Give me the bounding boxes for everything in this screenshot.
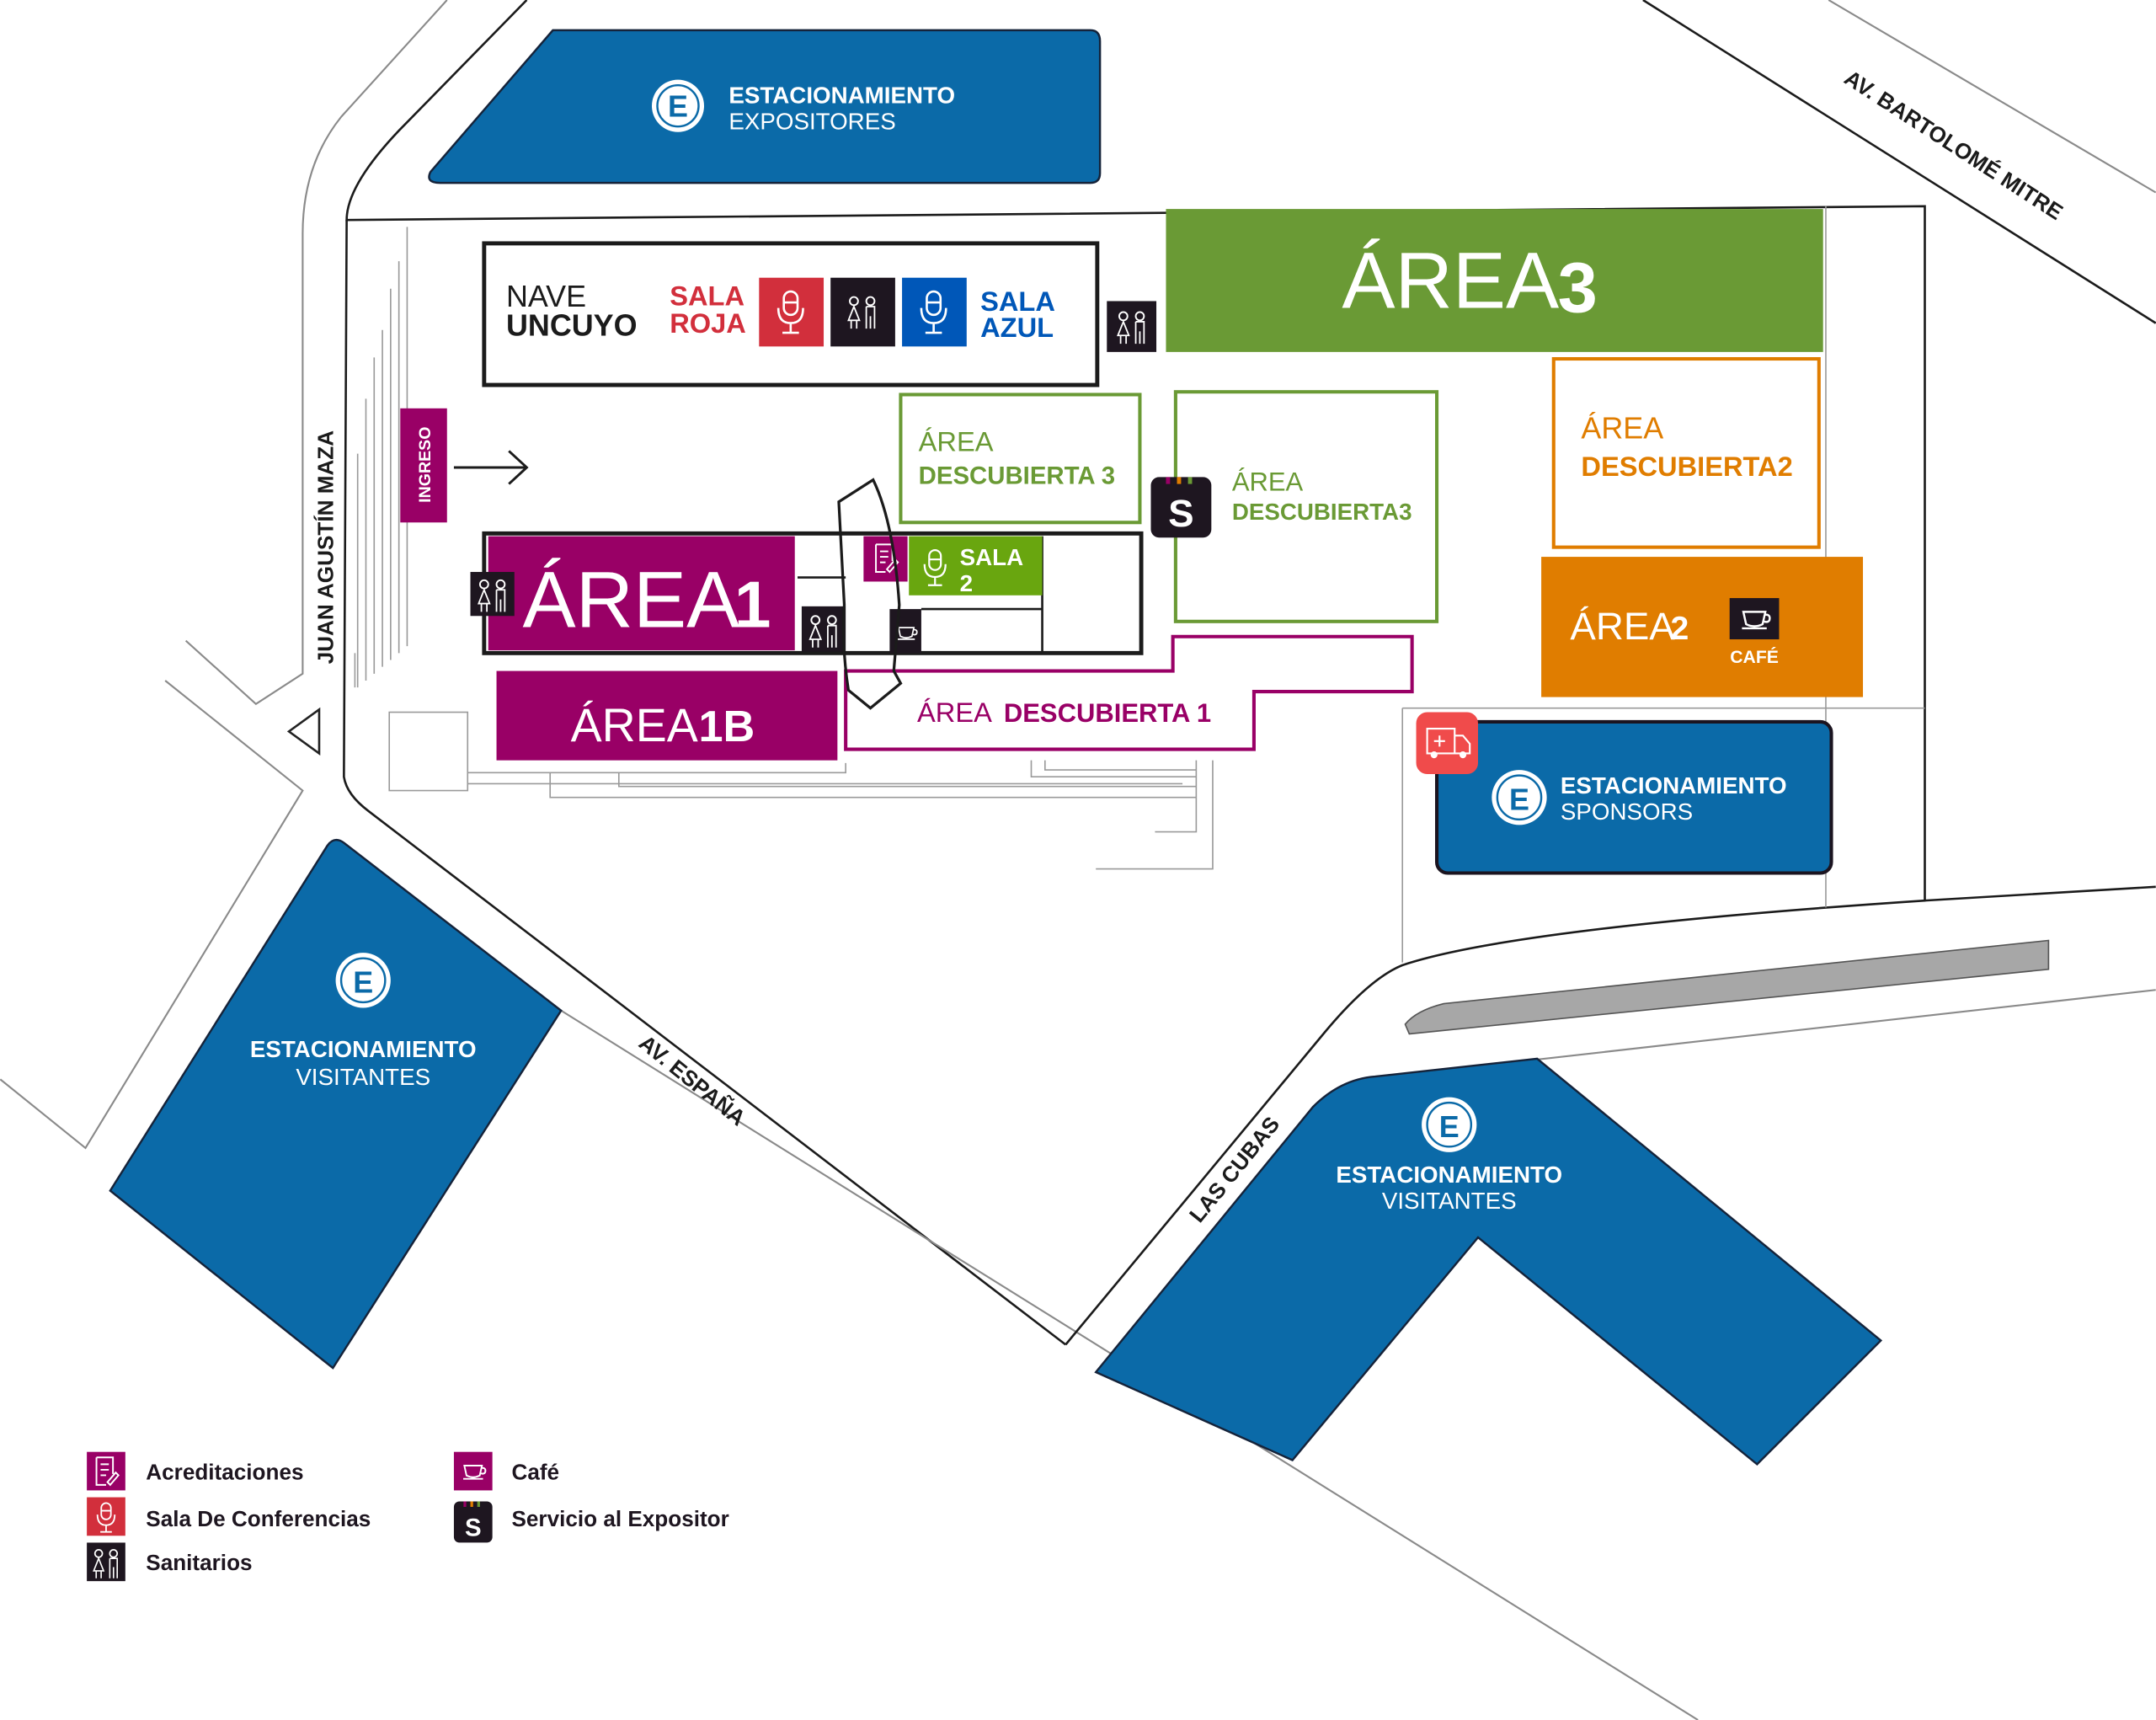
parking-e-icon — [335, 953, 391, 1008]
sala-azul-label: SALA — [980, 286, 1055, 317]
parking-sublabel: EXPOSITORES — [728, 108, 895, 134]
area-word: ÁREA — [1570, 605, 1675, 648]
parking-sublabel: SPONSORS — [1561, 799, 1693, 825]
legend-item: Sala De Conferencias — [87, 1497, 371, 1536]
area-word: ÁREA — [919, 425, 994, 457]
legend-label: Acreditaciones — [146, 1459, 303, 1484]
area-name: DESCUBIERTA2 — [1581, 451, 1792, 482]
parking-e-letter: E — [1439, 1109, 1460, 1144]
restroom-icon — [830, 277, 895, 347]
restroom-icon — [1107, 301, 1157, 352]
legend-item: Acreditaciones — [87, 1451, 304, 1491]
coffee-cup-icon — [453, 1451, 493, 1491]
area-word: ÁREA — [523, 555, 740, 644]
area-number: 2 — [1671, 611, 1689, 647]
service-expositor-icon[interactable]: S — [1150, 477, 1212, 538]
street-juan-agustin-maza: JUAN AGUSTÍN MAZA — [312, 430, 338, 665]
parking-visitantes-left[interactable]: E ESTACIONAMIENTO VISITANTES — [109, 839, 563, 1370]
parking-e-icon — [1492, 770, 1547, 825]
legend-label: Sala De Conferencias — [146, 1506, 371, 1531]
restroom-icon — [801, 606, 846, 652]
entrance-label: INGRESO — [416, 427, 435, 503]
accreditation-icon — [87, 1451, 125, 1491]
service-letter: S — [1168, 492, 1193, 535]
parking-sublabel: VISITANTES — [1382, 1188, 1517, 1214]
sala-2-label: SALA — [960, 544, 1024, 570]
restroom-icon — [470, 572, 515, 617]
area-descubierta-1[interactable]: ÁREA DESCUBIERTA 1 — [844, 634, 1414, 751]
coffee-cup-icon — [1729, 598, 1780, 640]
parking-label: ESTACIONAMIENTO — [728, 82, 955, 108]
sala-azul-name: AZUL — [980, 312, 1054, 343]
microphone-icon — [87, 1497, 125, 1536]
area-name: DESCUBIERTA 3 — [919, 462, 1115, 490]
legend-label: Sanitarios — [146, 1550, 252, 1575]
legend-label: Servicio al Expositor — [511, 1506, 728, 1531]
area-word: ÁREA — [1342, 237, 1559, 326]
area-1b[interactable]: ÁREA 1B — [496, 670, 838, 761]
median-strip — [1404, 939, 2050, 1035]
area-descubierta-3-small[interactable]: ÁREA DESCUBIERTA 3 — [899, 393, 1142, 525]
service-s-icon: S — [453, 1501, 493, 1543]
area-word: ÁREA — [1232, 467, 1304, 497]
area-descubierta-2[interactable]: ÁREA DESCUBIERTA2 — [1551, 356, 1821, 549]
parking-e-letter: E — [353, 965, 373, 1000]
street-av-espana: AV. ESPAÑA — [634, 1030, 750, 1131]
area-word: ÁREA — [1581, 411, 1663, 446]
area-word: ÁREA — [917, 697, 992, 728]
nave-uncuyo[interactable]: NAVE UNCUYO SALA ROJA SALA AZUL — [482, 241, 1100, 387]
accreditation-icon[interactable] — [863, 536, 908, 582]
parking-label: ESTACIONAMIENTO — [1561, 772, 1787, 799]
service-letter: S — [465, 1514, 482, 1541]
parking-sublabel: VISITANTES — [296, 1064, 430, 1090]
area-number: 1B — [698, 702, 755, 751]
sala-2-number: 2 — [960, 570, 973, 596]
area-2[interactable]: ÁREA 2 CAFÉ — [1541, 557, 1864, 697]
coffee-cup-icon — [889, 609, 921, 654]
kiosk-square — [388, 711, 469, 792]
parking-label: ESTACIONAMIENTO — [1336, 1162, 1562, 1188]
parking-e-letter: E — [668, 89, 688, 124]
parking-label: ESTACIONAMIENTO — [250, 1036, 477, 1062]
direction-triangle — [286, 707, 321, 756]
parking-sponsors[interactable]: E ESTACIONAMIENTO SPONSORS — [1434, 719, 1833, 875]
sala-2[interactable]: SALA 2 — [909, 536, 1043, 596]
sala-roja-microphone-icon[interactable] — [759, 277, 825, 347]
parking-e-icon — [651, 79, 705, 132]
walkway — [837, 478, 903, 710]
sala-roja-name: ROJA — [670, 307, 746, 339]
area-1[interactable]: ÁREA 1 — [488, 536, 795, 651]
area-name: DESCUBIERTA 1 — [1004, 698, 1211, 728]
entrance[interactable]: INGRESO — [400, 408, 447, 523]
arrow-right-icon — [453, 450, 529, 485]
legend-item: S Servicio al Expositor — [453, 1501, 729, 1543]
cafe-label: CAFÉ — [1730, 646, 1779, 667]
legend: Acreditaciones Sala De Conferencias Sani… — [87, 1451, 729, 1582]
area-word: ÁREA — [571, 699, 698, 751]
sala-roja-label: SALA — [670, 280, 744, 311]
area-name: DESCUBIERTA3 — [1232, 499, 1412, 525]
area-3[interactable]: ÁREA 3 — [1166, 209, 1823, 352]
parking-e-icon — [1422, 1097, 1477, 1152]
area-number: 3 — [1558, 248, 1598, 328]
nave-label: NAVE — [506, 279, 586, 313]
nave-name: UNCUYO — [506, 307, 638, 342]
legend-item: Café — [453, 1451, 559, 1491]
legend-item: Sanitarios — [87, 1542, 253, 1582]
area-descubierta-3-large[interactable]: ÁREA DESCUBIERTA3 — [1173, 390, 1439, 623]
legend-label: Café — [511, 1459, 559, 1484]
parking-expositores[interactable]: E ESTACIONAMIENTO EXPOSITORES — [428, 29, 1102, 184]
parking-e-letter: E — [1509, 782, 1529, 816]
ambulance-icon — [1416, 712, 1478, 774]
parking-visitantes-right[interactable]: E ESTACIONAMIENTO VISITANTES — [1094, 1057, 1883, 1466]
sala-azul-microphone-icon[interactable] — [902, 277, 967, 347]
area-number: 1 — [734, 567, 771, 641]
restroom-icon — [87, 1542, 125, 1582]
